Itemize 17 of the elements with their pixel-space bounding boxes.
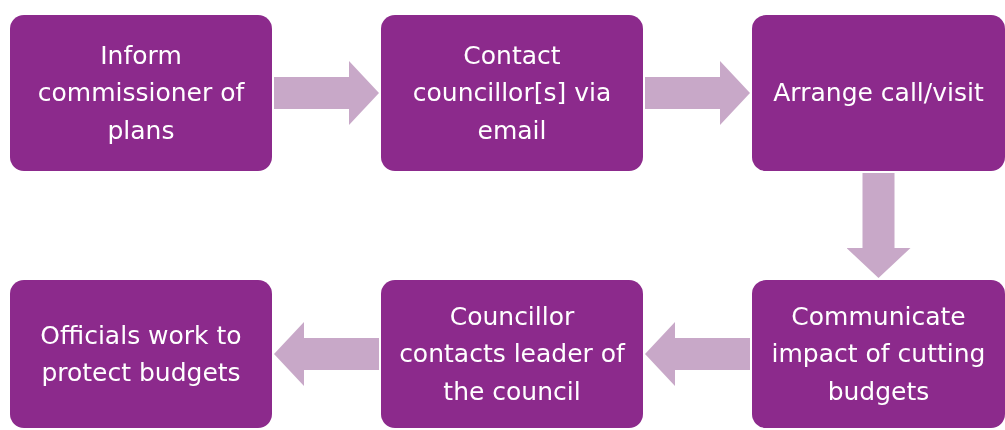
step-text: Inform commissioner of plans: [36, 39, 246, 147]
process-box: [381, 280, 643, 428]
process-box: [752, 280, 1005, 428]
step-text: Communicate impact of cutting budgets: [770, 300, 987, 408]
block-arrow: [274, 322, 379, 386]
step-text: Contact councillor[s] via email: [411, 39, 613, 147]
block-arrow: [846, 173, 911, 278]
process-box: [10, 15, 272, 171]
block-arrow: [645, 322, 750, 386]
block-arrow: [645, 61, 750, 125]
block-arrow: [274, 61, 379, 125]
process-box: [752, 15, 1005, 171]
step-text: Councillor contacts leader of the council: [399, 300, 625, 408]
step-text: Officials work to protect budgets: [39, 319, 243, 389]
step-text: Arrange call/visit: [773, 77, 984, 110]
process-box: [381, 15, 643, 171]
process-box: [10, 280, 272, 428]
